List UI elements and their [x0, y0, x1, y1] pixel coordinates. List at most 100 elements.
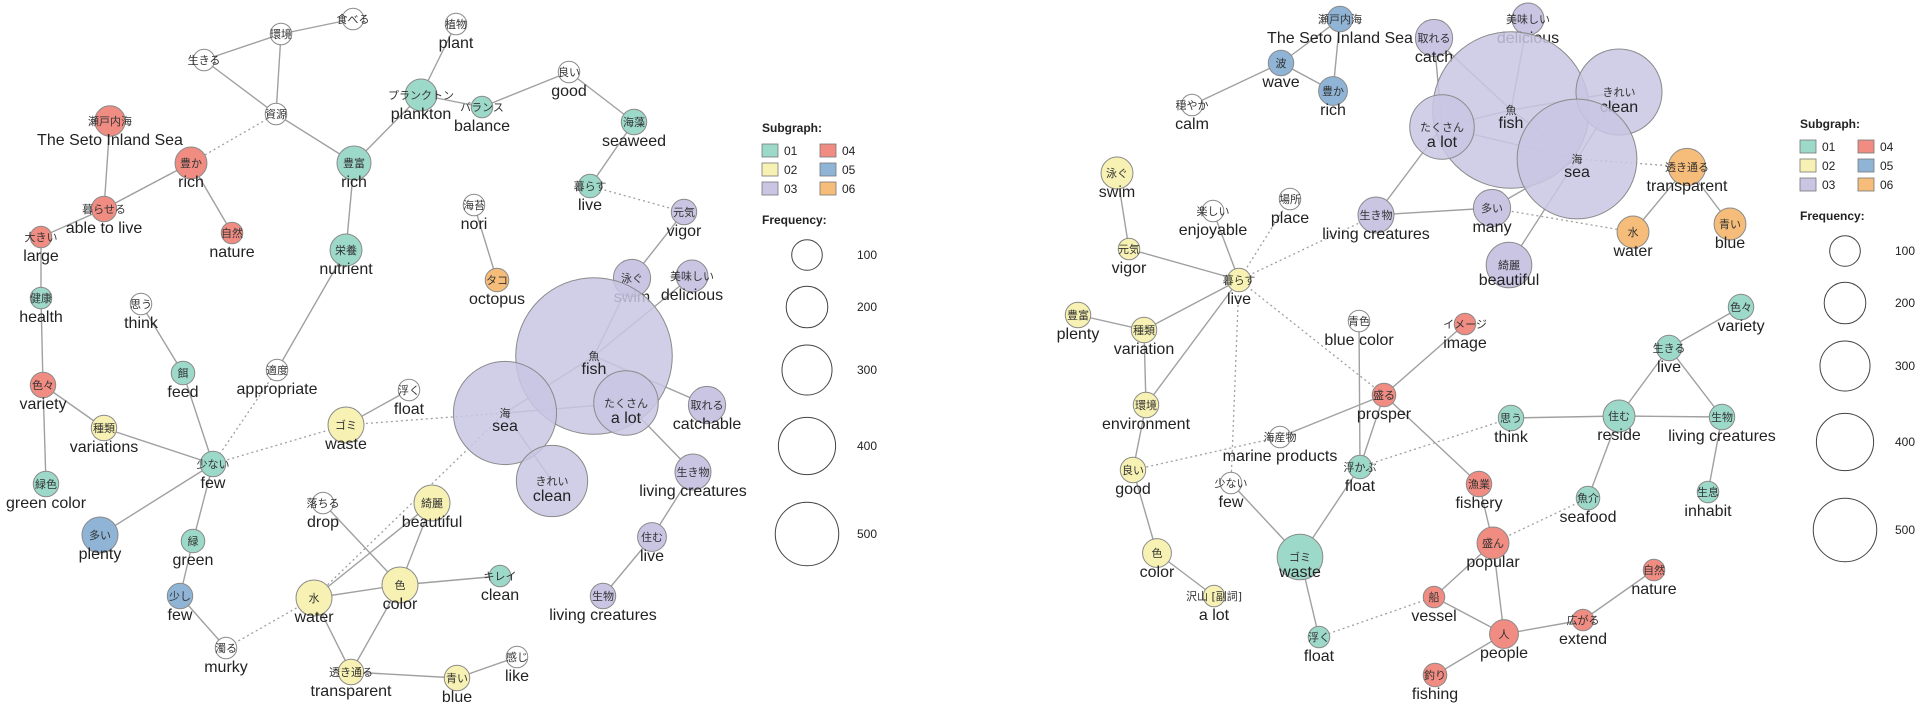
left-legend: Subgraph:010203040506Frequency:100200300… [761, 121, 877, 567]
node-label-ja-hofu: 豊富 [343, 156, 365, 170]
node-label-ja-yutaka: 豊か [1322, 85, 1344, 98]
edge-kurasu-basho [1238, 198, 1291, 281]
node-label-ja-tanoshii: 楽しい [1197, 205, 1230, 218]
node-label-en-sumu: reside [1597, 427, 1641, 444]
node-tsuri: 釣り fishing [1412, 662, 1458, 703]
node-label-en-nami: wave [1261, 74, 1299, 91]
node-label-ja-oishii: 美味しい [1506, 13, 1550, 26]
edge-kurasu-sukunai [1230, 279, 1240, 484]
node-label-en-kuraseru: able to live [66, 220, 143, 237]
frequency-circle-300 [1819, 340, 1871, 392]
edge-kurasu-kankyo [1145, 279, 1240, 406]
edge-aoiro-ukabu [1358, 320, 1361, 468]
subgraph-swatch-04 [1857, 139, 1875, 154]
node-circle-sumu [637, 522, 667, 552]
node-label-ja-oyogu: 泳ぐ [1106, 166, 1128, 180]
node-label-en-balance: balance [454, 118, 510, 135]
node-label-ja-mizu: 水 [309, 592, 320, 605]
edge-omou-ukabu [1359, 417, 1512, 468]
node-label-ja-shurui: 種類 [93, 421, 115, 435]
node-label-ja-oishii: 美味しい [670, 270, 714, 283]
node-label-en-sakana: fish [582, 361, 607, 378]
frequency-label-400: 400 [857, 439, 877, 453]
node-label-en-aoi: blue [442, 689, 472, 706]
node-shurui: 種類 variations [70, 414, 138, 456]
node-label-ja-esa: 餌 [178, 366, 189, 380]
node-label-ja-kirei: きれい [536, 475, 569, 488]
node-label-ja-kanjiru: 感じ [506, 651, 528, 664]
node-circle-kirei2 [1485, 241, 1533, 289]
node-circle-balance [470, 95, 494, 119]
subgraph-label-01: 01 [784, 144, 798, 158]
edge-esa-sukunai [182, 372, 214, 465]
node-label-en-nori: nori [461, 216, 488, 233]
node-label-ja-image: イメージ [1443, 318, 1487, 331]
node-circle-iro [381, 566, 419, 604]
frequency-circle-300 [781, 344, 833, 396]
node-label-en-tsuri: fishing [1412, 686, 1458, 703]
subgraph-swatch-01 [1799, 139, 1817, 154]
node-label-en-seisoku: inhabit [1684, 503, 1732, 520]
node-circle-uku [1307, 625, 1331, 649]
edge-hirogaru-shizen [1582, 569, 1655, 621]
node-label-ja-eiyo: 栄養 [335, 243, 357, 257]
node-label-ja-ukabu: 浮かぶ [1344, 461, 1377, 474]
node-label-en-takusan: a lot [1427, 134, 1458, 151]
node-label-en-kaisanbutsu: marine products [1223, 448, 1338, 465]
node-label-en-oi: plenty [79, 546, 122, 563]
node-circle-hofu [336, 145, 372, 181]
node-circle-midori_iro [32, 470, 60, 498]
node-label-en-shurui: variations [70, 439, 138, 456]
node-circle-yoi [1119, 456, 1147, 484]
node-label-en-fune: vessel [1411, 608, 1456, 625]
node-label-ja-hito: 人 [1499, 628, 1510, 641]
node-circle-mizu [1616, 215, 1650, 249]
frequency-circle-100 [791, 239, 823, 271]
node-label-ja-setonaikai: 瀬戸内海 [1318, 12, 1362, 26]
node-label-ja-nigoru: 濁る [215, 642, 237, 655]
subgraph-swatch-06 [819, 181, 837, 196]
node-label-ja-tsuri: 釣り [1424, 668, 1446, 682]
edge-sukunai-midori [192, 463, 214, 542]
node-label-ja-oi: 多い [1481, 201, 1503, 215]
node-label-ja-tekido: 適度 [266, 363, 288, 377]
edge-kirei2-mizu [313, 502, 433, 599]
node-circle-odayaka [1180, 93, 1204, 117]
node-label-en-kirei2: beautiful [402, 514, 463, 531]
node-circle-yutaka [174, 146, 208, 180]
node-circle-genki [670, 198, 698, 226]
edge-omou-esa [140, 303, 184, 374]
edge-sukitoru-aoi [350, 671, 458, 679]
node-label-en-ironna: variety [19, 396, 66, 413]
node-circle-aoi [1713, 207, 1747, 241]
node-circle-genki [1117, 237, 1141, 261]
node-circle-takusan [593, 370, 659, 436]
node-circle-gyogyo [1465, 470, 1493, 498]
node-label-ja-takusan: たくさん [604, 397, 648, 410]
node-label-ja-sukunai: 少ない [1215, 477, 1248, 490]
node-circle-kirei3 [488, 564, 512, 588]
node-circle-okii [29, 225, 53, 249]
subgraph-swatch-01 [761, 143, 779, 158]
subgraph-swatch-05 [1857, 158, 1875, 173]
node-circle-ikiru [192, 48, 216, 72]
node-circle-kirei2 [413, 484, 451, 522]
subgraph-label-05: 05 [842, 163, 856, 177]
node-label-en-kankyo: environment [1102, 416, 1191, 433]
node-label-ja-takusan2: 沢山 [副詞] [1186, 589, 1242, 603]
node-label-ja-kirei3: キレイ [484, 570, 517, 583]
node-label-en-yoi: good [1115, 481, 1151, 498]
